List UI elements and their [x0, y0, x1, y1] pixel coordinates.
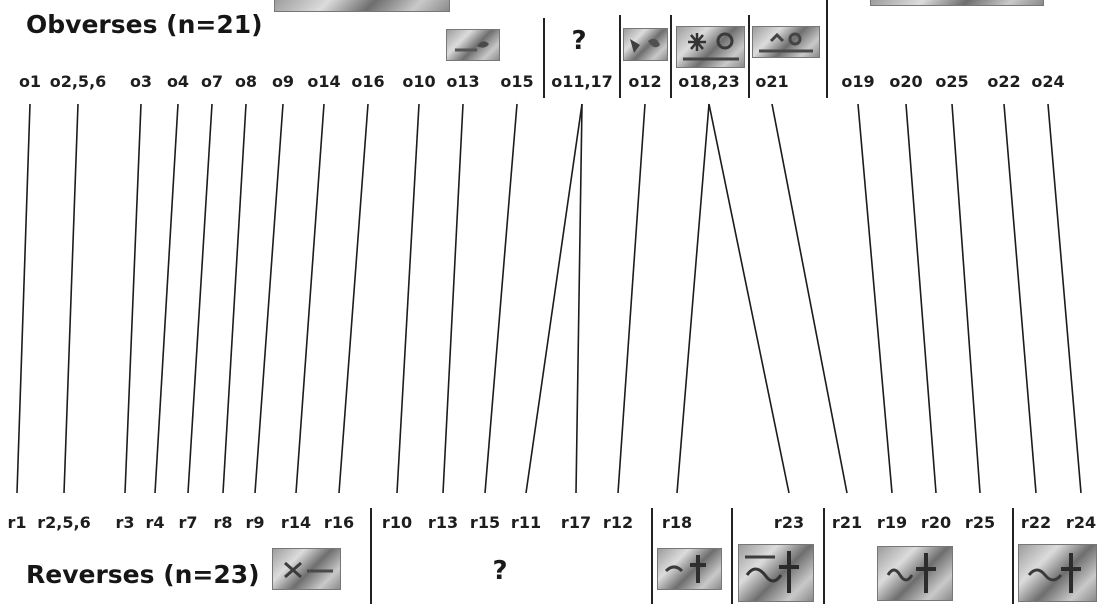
obverse-label-o8: o8 [234, 72, 258, 91]
obverse-label-o25: o25 [935, 72, 969, 91]
reverse-label-r16: r16 [323, 513, 355, 532]
obverse-label-o24: o24 [1031, 72, 1065, 91]
die-link-o13-to-r13 [442, 103, 464, 494]
obverse-label-o19: o19 [841, 72, 875, 91]
obverse-coin-photo-o21 [752, 26, 820, 58]
obverse-label-o15: o15 [500, 72, 534, 91]
die-link-o11-17-to-r11 [525, 103, 583, 494]
obverse-label-o22: o22 [987, 72, 1021, 91]
obverses-title: Obverses (n=21) [26, 10, 263, 39]
die-link-o18-23-to-r23 [708, 103, 790, 494]
obverse-label-o2-5-6: o2,5,6 [49, 72, 107, 91]
reverse-label-r23: r23 [773, 513, 805, 532]
reverse-label-r15: r15 [469, 513, 501, 532]
obverse-label-o18-23: o18,23 [678, 72, 740, 91]
obverse-coin-photo-o12 [623, 28, 668, 61]
obverse-separator-4 [748, 15, 750, 98]
obverse-label-o1: o1 [18, 72, 42, 91]
reverse-label-r12: r12 [602, 513, 634, 532]
die-link-o3-to-r3 [124, 103, 142, 494]
reverse-label-r3: r3 [115, 513, 135, 532]
die-link-o20-to-r20 [905, 103, 937, 494]
die-link-o10-to-r10 [396, 103, 420, 494]
reverse-label-r4: r4 [145, 513, 165, 532]
reverse-label-r8: r8 [213, 513, 233, 532]
reverse-coin-photo-r14 [272, 548, 341, 590]
die-link-o9-to-r9 [254, 103, 284, 494]
reverse-coin-photo-r18 [657, 548, 722, 590]
reverse-label-r13: r13 [427, 513, 459, 532]
obverse-label-o10: o10 [402, 72, 436, 91]
reverse-label-r22: r22 [1020, 513, 1052, 532]
reverse-label-r21: r21 [831, 513, 863, 532]
obverse-label-o21: o21 [755, 72, 789, 91]
reverse-separator-3 [731, 508, 733, 604]
reverse-label-r2-5-6: r2,5,6 [37, 513, 91, 532]
die-link-o15-to-r15 [484, 103, 518, 494]
die-link-o7-to-r7 [187, 103, 213, 494]
reverse-label-r7: r7 [178, 513, 198, 532]
reverse-label-r11: r11 [510, 513, 542, 532]
obverse-separator-5 [826, 0, 828, 98]
die-link-o21-to-r21 [771, 103, 848, 494]
reverse-label-r25: r25 [964, 513, 996, 532]
obverse-label-o20: o20 [889, 72, 923, 91]
obverse-coin-photo-o18-23 [676, 26, 745, 68]
obverse-separator-3 [670, 15, 672, 98]
obverse-unknown-mark: ? [571, 26, 587, 56]
reverse-coin-photo-r23 [738, 544, 814, 602]
reverse-label-r24: r24 [1065, 513, 1097, 532]
obverse-separator-2 [619, 15, 621, 98]
die-link-o1-to-r1 [16, 103, 31, 494]
reverse-label-r14: r14 [280, 513, 312, 532]
reverse-coin-photo-r19-r20 [877, 546, 953, 601]
obverse-coin-photo-top-left [274, 0, 450, 12]
obverse-label-o13: o13 [446, 72, 480, 91]
reverse-coin-photo-r22-r24 [1018, 544, 1097, 602]
die-link-o24-to-r24 [1047, 103, 1082, 494]
die-link-o2-5-6-to-r2-5-6 [63, 103, 79, 494]
obverse-separator-1 [543, 18, 545, 98]
reverse-separator-2 [651, 508, 653, 604]
reverse-separator-4 [823, 508, 825, 604]
die-link-o16-to-r16 [338, 103, 369, 494]
die-link-o4-to-r4 [154, 103, 179, 494]
reverse-separator-5 [1012, 508, 1014, 604]
die-link-o14-to-r14 [295, 103, 325, 494]
reverse-label-r9: r9 [245, 513, 265, 532]
reverses-title: Reverses (n=23) [26, 560, 260, 589]
die-link-o18-23-to-r18 [676, 103, 710, 494]
obverse-label-o16: o16 [351, 72, 385, 91]
die-link-o8-to-r8 [222, 103, 247, 494]
reverse-label-r18: r18 [661, 513, 693, 532]
die-link-o11-17-to-r17 [575, 103, 583, 494]
reverse-label-r20: r20 [920, 513, 952, 532]
obverse-coin-photo-top-right [870, 0, 1044, 6]
obverse-label-o3: o3 [129, 72, 153, 91]
die-link-o22-to-r22 [1003, 103, 1037, 494]
die-link-o19-to-r19 [857, 103, 893, 494]
obverse-label-o11-17: o11,17 [551, 72, 613, 91]
reverse-unknown-mark: ? [492, 556, 508, 586]
obverse-label-o7: o7 [200, 72, 224, 91]
die-link-o25-to-r25 [951, 103, 981, 494]
reverse-label-r10: r10 [381, 513, 413, 532]
obverse-label-o12: o12 [628, 72, 662, 91]
reverse-label-r1: r1 [7, 513, 27, 532]
reverse-separator-1 [370, 508, 372, 604]
obverse-label-o4: o4 [166, 72, 190, 91]
reverse-label-r19: r19 [876, 513, 908, 532]
die-link-o12-to-r12 [617, 103, 646, 494]
obverse-label-o14: o14 [307, 72, 341, 91]
reverse-label-r17: r17 [560, 513, 592, 532]
obverse-label-o9: o9 [271, 72, 295, 91]
obverse-coin-photo-o13 [446, 29, 500, 61]
